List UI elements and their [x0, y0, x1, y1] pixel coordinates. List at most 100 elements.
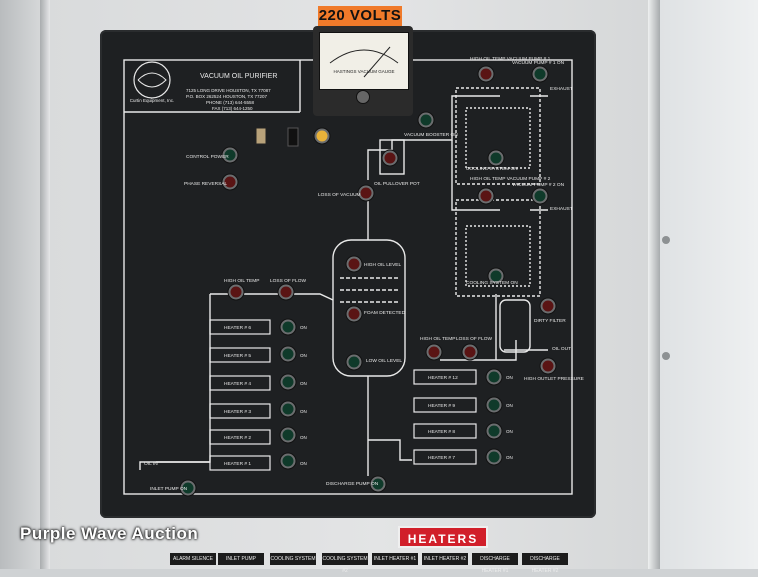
- indicator-lamp: [348, 356, 360, 368]
- heater-box: [413, 449, 477, 465]
- label-high-oil-temp-pump1: HIGH OIL TEMP VACUUM PUMP # 1: [470, 56, 551, 62]
- hinge-bolt: [662, 352, 670, 360]
- heater-label: HEATER # 1: [224, 461, 251, 467]
- indicator-lamp: [316, 130, 328, 142]
- indicator-lamp: [480, 190, 492, 202]
- gauge-face: HASTINGS VACUUM GAUGE: [319, 32, 409, 90]
- heater-on-label: ON: [300, 409, 307, 414]
- heater-on-label: ON: [300, 353, 307, 358]
- bottom-control-label: INLET HEATER #1: [372, 553, 418, 565]
- indicator-lamp: [372, 478, 384, 490]
- address-line1: 7125 LONG DRIVE HOUSTON, TX 77087: [186, 88, 271, 93]
- heater-label: HEATER # 5: [224, 353, 251, 359]
- indicator-lamp: [488, 399, 500, 411]
- voltage-label: 220 VOLTS: [318, 6, 402, 26]
- heater-on-label: ON: [300, 381, 307, 386]
- heater-box: [413, 397, 477, 413]
- label-cooling-system2: COOLING SYSTEM ON: [466, 280, 518, 286]
- label-cooling-system1: COOLING SYSTEM ON: [466, 166, 518, 172]
- door-edge-right: [648, 0, 660, 569]
- label-loss-of-vacuum: LOSS OF VACUUM: [318, 192, 361, 198]
- indicator-lamp: [348, 258, 360, 270]
- label-loss-of-flow-right: LOSS OF FLOW: [456, 336, 492, 342]
- vacuum-gauge: HASTINGS VACUUM GAUGE: [313, 26, 413, 116]
- indicator-lamp: [488, 425, 500, 437]
- indicator-lamp: [488, 451, 500, 463]
- bottom-control-label: DISCHARGE HEATER #1: [472, 553, 518, 574]
- label-oil-pullover-pot: OIL PULLOVER POT: [374, 181, 420, 187]
- indicator-lamp: [534, 190, 546, 202]
- indicator-lamp: [490, 270, 502, 282]
- bottom-control-label: ALARM SILENCE: [170, 553, 216, 565]
- label-phase-reversal: PHASE REVERSAL: [184, 181, 228, 187]
- label-high-oil-level: HIGH OIL LEVEL: [364, 262, 401, 268]
- gauge-knob[interactable]: [356, 90, 370, 104]
- heater-label: HEATER # 2: [224, 435, 251, 441]
- bottom-control-label: COOLING SYSTEM #2: [322, 553, 368, 574]
- heater-on-label: ON: [506, 375, 513, 380]
- label-discharge-pump-on: DISCHARGE PUMP ON: [326, 481, 379, 487]
- heater-label: HEATER # 12: [428, 375, 458, 381]
- heater-label: HEATER # 3: [224, 409, 251, 415]
- watermark: Purple Wave Auction: [20, 524, 199, 543]
- bottom-control-label: INLET PUMP: [218, 553, 264, 565]
- fax-text: FAX (713) 644-1250: [212, 106, 253, 111]
- gauge-scale: [329, 46, 399, 78]
- label-vacuum-booster-on: VACUUM BOOSTER ON: [404, 132, 458, 138]
- label-high-outlet-pressure: HIGH OUTLET PRESSURE: [524, 376, 584, 382]
- label-exhaust2: EXHAUST: [550, 206, 573, 212]
- pump2-module: [455, 199, 541, 297]
- indicator-lamp: [348, 308, 360, 320]
- label-exhaust1: EXHAUST: [550, 86, 573, 92]
- toggle-switch[interactable]: [255, 127, 267, 145]
- indicator-lamp: [182, 482, 194, 494]
- heater-label: HEATER # 9: [428, 403, 455, 409]
- address-line2: P.O. BOX 262524 HOUSTON, TX 77207: [186, 94, 268, 99]
- heater-box: [209, 347, 271, 363]
- indicator-lamp: [282, 455, 294, 467]
- indicator-lamp: [464, 346, 476, 358]
- heaters-sign: HEATERS: [398, 526, 488, 548]
- heater-box: [209, 429, 271, 445]
- heater-on-label: ON: [300, 461, 307, 466]
- heater-label: HEATER # 4: [224, 381, 251, 387]
- heater-on-label: ON: [506, 403, 513, 408]
- heater-box: [413, 369, 477, 385]
- label-dirty-filter: DIRTY FILTER: [534, 318, 566, 324]
- label-foam-detected: FOAM DETECTED: [364, 310, 406, 316]
- label-loss-of-flow-left: LOSS OF FLOW: [270, 278, 306, 284]
- indicator-lamp: [488, 371, 500, 383]
- heater-on-label: ON: [506, 455, 513, 460]
- gauge-brand: HASTINGS VACUUM GAUGE: [333, 69, 395, 74]
- label-high-oil-temp-pump2: HIGH OIL TEMP VACUUM PUMP # 2: [470, 176, 551, 182]
- door-edge-left: [40, 0, 50, 569]
- heater-on-label: ON: [506, 429, 513, 434]
- label-high-oil-temp-left: HIGH OIL TEMP: [224, 278, 259, 284]
- phone-text: PHONE (713) 644-5558: [206, 100, 255, 105]
- indicator-lamp: [282, 376, 294, 388]
- label-oil-in: OIL IN: [144, 461, 158, 467]
- key-switch[interactable]: [287, 127, 299, 147]
- indicator-lamp: [420, 114, 432, 126]
- label-control-power: CONTROL POWER: [186, 154, 229, 160]
- label-low-oil-level: LOW OIL LEVEL: [366, 358, 402, 364]
- heater-box: [209, 403, 271, 419]
- indicator-lamp: [534, 68, 546, 80]
- indicator-lamp: [490, 152, 502, 164]
- indicator-lamp: [282, 348, 294, 360]
- bottom-control-label: INLET HEATER #2: [422, 553, 468, 565]
- indicator-lamp: [282, 403, 294, 415]
- pump1-module: [455, 87, 541, 185]
- indicator-lamp: [542, 300, 554, 312]
- heater-label: HEATER # 7: [428, 455, 455, 461]
- indicator-lamp: [360, 187, 372, 199]
- indicator-lamp: [224, 149, 236, 161]
- indicator-lamp: [428, 346, 440, 358]
- gauge-needle: [363, 46, 391, 78]
- filter-vessel: [499, 299, 531, 353]
- heater-label: HEATER # 6: [224, 325, 251, 331]
- bottom-control-label: COOLING SYSTEM: [270, 553, 316, 565]
- indicator-lamp: [280, 286, 292, 298]
- label-oil-out: OIL OUT: [552, 346, 571, 352]
- heater-on-label: ON: [300, 435, 307, 440]
